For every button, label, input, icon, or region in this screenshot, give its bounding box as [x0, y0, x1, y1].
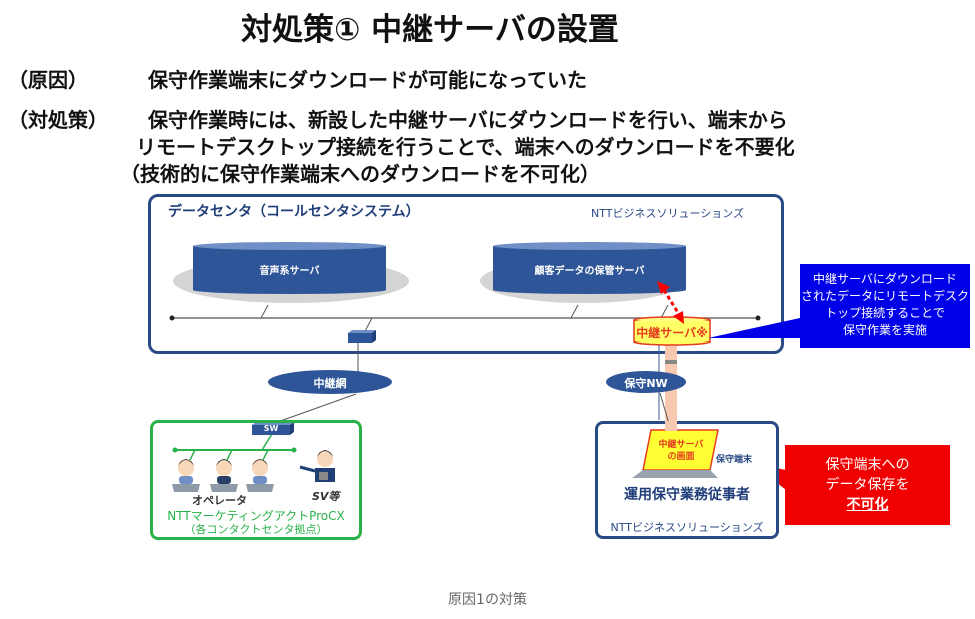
maintenance-terminal-label: 保守端末 [716, 455, 753, 465]
callout-blue-line-1: 中継サーバにダウンロード [813, 272, 957, 286]
callout-red-line-2: データ保存を [825, 477, 910, 493]
callout-red-line-3: 不可化 [846, 497, 889, 513]
maintenance-network-label: 保守NW [624, 377, 668, 390]
voice-server-label: 音声系サーバ [259, 266, 320, 277]
operator-icon [172, 459, 200, 492]
customer-data-server-cylinder [493, 242, 686, 294]
operators-label: オペレータ [192, 494, 247, 507]
lan-endpoint [169, 315, 175, 321]
callout-blue-line-2: されたデータにリモートデスク [800, 289, 969, 303]
relay-server-label: 中継サーバ※ [636, 326, 708, 340]
switch-label: SW [263, 424, 279, 433]
countermeasure-line-3: （技術的に保守作業端末へのダウンロードを不可化） [120, 162, 600, 186]
lan-endpoint [755, 315, 761, 321]
cause-text: 保守作業端末にダウンロードが可能になっていた [148, 68, 587, 92]
supervisor-label: SV等 [312, 490, 340, 503]
supervisor-icon [299, 450, 335, 482]
operator-icon [246, 459, 274, 492]
callout-blue-line-4: 保守作業を実施 [842, 323, 927, 337]
cause-label: （原因） [8, 68, 88, 92]
datacenter-company: NTTビジネスソリューションズ [591, 207, 745, 220]
gateway-device-icon [348, 330, 376, 343]
laptop-screen-line-2: の画面 [667, 452, 695, 462]
voice-server-cylinder [193, 242, 386, 294]
page-title: 対処策① 中継サーバの設置 [241, 12, 619, 48]
operations-staff-label: 運用保守業務従事者 [624, 487, 750, 503]
maintenance-network-ellipse [606, 371, 686, 393]
customer-data-server-label: 顧客データの保管サーバ [534, 266, 645, 277]
countermeasure-line-1: 保守作業時には、新設した中継サーバにダウンロードを行い、端末から [148, 108, 788, 132]
operations-company: NTTビジネスソリューションズ [610, 521, 764, 534]
datacenter-label: データセンタ（コールセンタシステム） [168, 204, 420, 220]
relay-server-cylinder [633, 316, 711, 346]
remote-desktop-arrow-icon [657, 281, 684, 324]
countermeasure-label: （対処策） [8, 108, 108, 132]
countermeasure-line-2: リモートデスクトップ接続を行うことで、端末へのダウンロードを不要化 [136, 135, 795, 159]
relay-network-ellipse [268, 370, 392, 394]
contact-center-box [150, 420, 362, 540]
laptop-screen-line-1: 中継サーバ [658, 440, 704, 450]
figure-caption: 原因1の対策 [448, 592, 527, 608]
callout-disable-storage: 保守端末への データ保存を 不可化 [785, 445, 950, 525]
operator-icon [210, 459, 238, 492]
callout-red-line-1: 保守端末への [825, 457, 910, 473]
contact-center-sites: （各コンタクトセンタ拠点） [184, 523, 328, 536]
relay-network-label: 中継網 [313, 377, 347, 390]
callout-blue-line-3: トップ接続することで [825, 306, 945, 320]
callout-blue-tail [708, 318, 800, 338]
laptop-screen-text: 中継サーバ の画面 [650, 439, 712, 463]
callout-remote-desktop: 中継サーバにダウンロード されたデータにリモートデスク トップ接続することで 保… [800, 264, 970, 348]
contact-center-company: NTTマーケティングアクトProCX [167, 509, 345, 523]
